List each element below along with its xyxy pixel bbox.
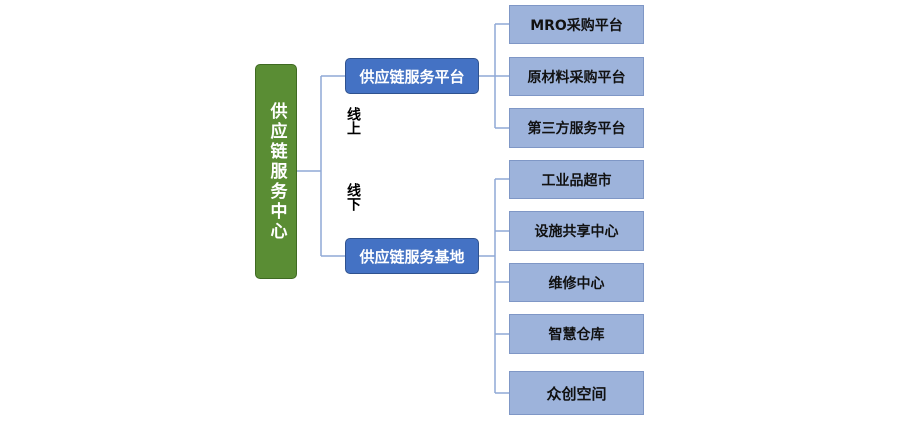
channel-label-online: 线上 [345,107,361,135]
leaf-node-label: 原材料采购平台 [527,69,626,86]
leaf-node: 原材料采购平台 [509,57,644,96]
root-node: 供应链服务中心 [255,64,297,279]
root-node-label: 供应链服务中心 [266,101,287,242]
leaf-node: 维修中心 [509,263,644,302]
leaf-node: 众创空间 [509,371,644,415]
leaf-node: 设施共享中心 [509,211,644,251]
leaf-node: 第三方服务平台 [509,108,644,148]
leaf-node-label: MRO采购平台 [530,17,623,34]
branch-node-offline-base: 供应链服务基地 [345,238,479,274]
leaf-node-label: 工业品超市 [541,172,612,189]
leaf-node-label: 智慧仓库 [548,327,605,343]
leaf-node-label: 维修中心 [548,275,605,292]
leaf-node-label: 设施共享中心 [534,224,619,240]
leaf-node-label: 第三方服务平台 [527,121,626,137]
branch-node-online-platform: 供应链服务平台 [345,58,479,94]
branch-node-label: 供应链服务平台 [359,67,465,86]
leaf-node: MRO采购平台 [509,5,644,44]
leaf-node: 智慧仓库 [509,314,644,354]
channel-label-offline: 线下 [345,183,361,211]
branch-node-label: 供应链服务基地 [359,247,465,266]
leaf-node-label: 众创空间 [546,384,607,403]
leaf-node: 工业品超市 [509,160,644,199]
